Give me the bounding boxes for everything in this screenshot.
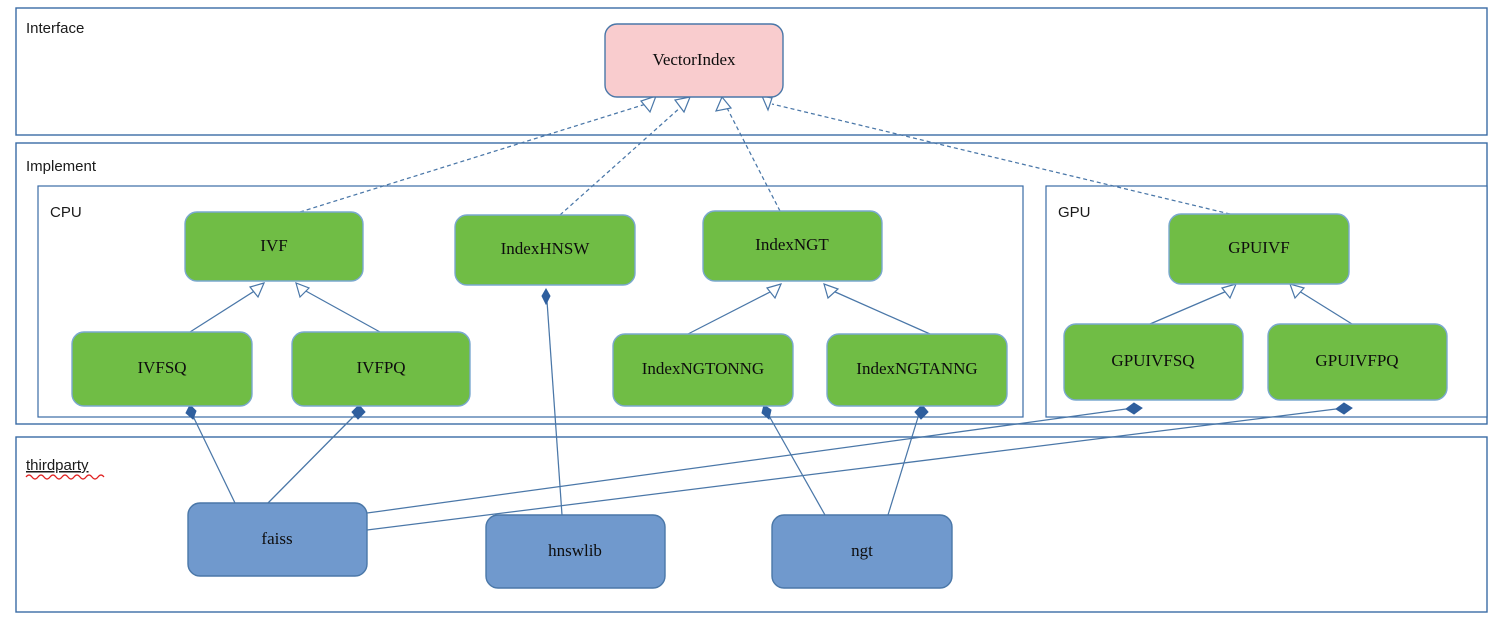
group-thirdparty-label: thirdparty xyxy=(26,457,89,474)
node-faiss[interactable]: faiss xyxy=(187,502,368,577)
node-indexngt-box[interactable] xyxy=(702,210,883,282)
spellcheck-squiggle-icon xyxy=(25,474,105,480)
node-hnswlib-box[interactable] xyxy=(485,514,666,589)
node-ngt-box[interactable] xyxy=(771,514,953,589)
node-ivfsq-box[interactable] xyxy=(71,331,253,407)
edge-gpuivfpq-to-gpuivf xyxy=(1289,283,1353,325)
edge-gpuivfsq-to-gpuivf xyxy=(1149,283,1238,325)
node-gpuivfsq[interactable]: GPUIVFSQ xyxy=(1063,323,1244,401)
node-faiss-label: faiss xyxy=(261,529,292,548)
group-implement-label: Implement xyxy=(26,158,97,175)
node-indexngt-label: IndexNGT xyxy=(755,235,829,254)
node-vectorindex[interactable]: VectorIndex xyxy=(604,23,784,98)
group-cpu-label: CPU xyxy=(50,204,82,221)
node-indexngtanng-box[interactable] xyxy=(826,333,1008,407)
node-indexngtonng[interactable]: IndexNGTONNG xyxy=(612,333,794,407)
node-indexngtonng-label: IndexNGTONNG xyxy=(642,359,764,378)
node-faiss-box[interactable] xyxy=(187,502,368,577)
edge-indexngt-to-vectorindex xyxy=(714,95,781,212)
edge-faiss-to-ivfpq xyxy=(267,404,366,504)
edge-hnswlib-to-indexhnsw xyxy=(541,287,563,516)
edge-ivf-to-vectorindex xyxy=(299,95,658,213)
node-gpuivf-box[interactable] xyxy=(1168,213,1350,285)
edge-ngt-to-indexngtonng xyxy=(761,404,826,516)
node-ivf-box[interactable] xyxy=(184,211,364,282)
group-interface-label: Interface xyxy=(26,20,84,37)
edge-indexngtonng-to-indexngt xyxy=(687,283,783,335)
node-gpuivfsq-label: GPUIVFSQ xyxy=(1111,351,1194,370)
node-gpuivfpq[interactable]: GPUIVFPQ xyxy=(1267,323,1448,401)
node-gpuivf[interactable]: GPUIVF xyxy=(1168,213,1350,285)
node-ngt-label: ngt xyxy=(851,541,873,560)
node-ngt[interactable]: ngt xyxy=(771,514,953,589)
node-indexngtonng-box[interactable] xyxy=(612,333,794,407)
node-vectorindex-label: VectorIndex xyxy=(652,50,736,69)
node-vectorindex-box[interactable] xyxy=(604,23,784,98)
node-indexhnsw-box[interactable] xyxy=(454,214,636,286)
node-hnswlib-label: hnswlib xyxy=(548,541,602,560)
node-ivfpq-label: IVFPQ xyxy=(356,358,405,377)
node-ivf[interactable]: IVF xyxy=(184,211,364,282)
node-indexngtanng[interactable]: IndexNGTANNG xyxy=(826,333,1008,407)
edge-ivfsq-to-ivf xyxy=(189,282,266,333)
edge-faiss-to-gpuivfpq xyxy=(366,402,1353,531)
edge-ngt-to-indexngtanng xyxy=(887,404,929,516)
edge-ivfpq-to-ivf xyxy=(295,282,381,333)
node-indexhnsw-label: IndexHNSW xyxy=(501,239,591,258)
node-gpuivfpq-label: GPUIVFPQ xyxy=(1315,351,1398,370)
node-ivfpq[interactable]: IVFPQ xyxy=(291,331,471,407)
node-ivfpq-box[interactable] xyxy=(291,331,471,407)
node-indexhnsw[interactable]: IndexHNSW xyxy=(454,214,636,286)
node-ivf-label: IVF xyxy=(260,236,287,255)
edge-indexhnsw-to-vectorindex xyxy=(559,96,691,216)
node-ivfsq-label: IVFSQ xyxy=(137,358,186,377)
edge-faiss-to-ivfsq xyxy=(185,404,236,504)
node-hnswlib[interactable]: hnswlib xyxy=(485,514,666,589)
group-gpu-label: GPU xyxy=(1058,204,1091,221)
node-gpuivfsq-box[interactable] xyxy=(1063,323,1244,401)
node-indexngt[interactable]: IndexNGT xyxy=(702,210,883,282)
edge-indexngtanng-to-indexngt xyxy=(823,283,931,335)
node-ivfsq[interactable]: IVFSQ xyxy=(71,331,253,407)
node-indexngtanng-label: IndexNGTANNG xyxy=(856,359,977,378)
edge-faiss-to-gpuivfsq xyxy=(366,402,1143,514)
node-gpuivfpq-box[interactable] xyxy=(1267,323,1448,401)
node-gpuivf-label: GPUIVF xyxy=(1228,238,1289,257)
